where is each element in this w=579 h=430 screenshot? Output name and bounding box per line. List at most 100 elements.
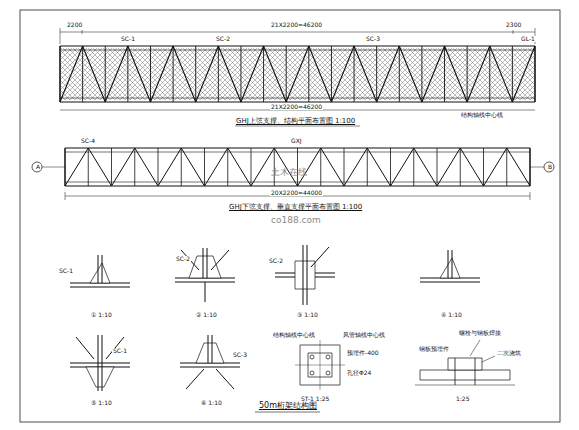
member-line [286,46,309,102]
drawing-label: SC-2 [215,36,231,42]
drawing-label: ⑥ 1:10 [200,400,223,406]
member-line [127,46,128,102]
member-line [303,245,304,305]
member-line [308,46,309,102]
member-line [158,148,159,186]
member-line [354,46,355,102]
member-line [437,148,460,186]
member-line [470,340,480,356]
member-line [60,50,535,51]
drawing-label: 螺栓与钢板焊接 [458,330,502,336]
member-line [309,46,332,102]
member-line [331,46,354,102]
gusset-plate [90,263,110,283]
drawing-label: 21X2200=46200 [270,22,323,28]
member-line [513,30,514,34]
member-line [83,46,106,102]
member-line [88,148,111,186]
member-line [70,287,130,288]
drawing-label: 风管轴线中心线 [342,332,386,338]
member-line [42,167,65,168]
member-line [390,148,391,186]
sheet-title: 50m桁架结构图 [258,402,318,410]
member-line [173,46,196,102]
drawing-label: SC-1 [112,348,128,354]
member-line [415,385,515,386]
member-line [420,282,480,283]
member-line [422,46,445,102]
member-line [180,367,240,368]
drawing-label: SC-4 [80,138,96,144]
member-line [60,46,83,102]
member-line [413,148,414,186]
view-title: GHJ下弦支撑、垂直支撑平面布置图 1:100 [228,204,363,211]
member-line [321,148,344,186]
drawing-label: A [35,164,41,170]
drawing-label: SC-1 [58,268,74,274]
member-line [311,247,329,267]
member-line [399,46,400,102]
axis-circle [326,355,330,359]
axis-circle [326,371,330,375]
member-line [70,363,130,364]
member-line [377,46,400,102]
member-line [216,369,234,389]
member-line [60,32,535,33]
member-line [128,46,151,102]
member-line [445,46,468,102]
member-line [530,167,544,168]
member-line [181,148,204,186]
drawing-label: ① 1:10 [90,312,113,318]
gusset-plate [440,258,460,278]
drawing-label: SC-2 [268,258,284,264]
member-line [391,148,414,186]
drawing-label: SC-3 [232,352,248,358]
drawing-label: 1:25 [455,396,470,402]
member-line [255,412,320,413]
member-line [218,46,241,102]
axis-circle [32,162,42,172]
drawing-label: ④ 1:10 [440,312,463,318]
member-line [98,255,99,283]
drawing-label: GL-1 [520,36,536,42]
drawing-label: 结构轴线中心线 [460,112,504,118]
member-line [298,148,321,186]
member-line [506,148,507,186]
member-line [82,46,83,102]
member-line [460,148,483,186]
gusset-plate [189,256,221,278]
drawing-label: 孔径Φ24 [346,370,372,376]
drawing-label: SC-1 [120,36,136,42]
member-line [211,250,229,270]
member-line [367,148,390,186]
watermark: co188.com [270,216,322,225]
member-line [367,148,368,186]
member-line [205,282,206,302]
member-line [534,46,535,102]
drawing-label: 20X2200=44000 [270,190,323,196]
drawing-label: SC-2 [175,256,191,262]
member-line [320,340,321,390]
drawing-label: ⑤ 1:10 [90,400,113,406]
member-line [460,148,461,186]
member-line [251,148,252,186]
member-line [421,46,422,102]
member-line [331,46,332,102]
member-line [60,98,535,99]
member-line [98,335,99,391]
gusset-plate [420,370,510,380]
member-line [207,248,208,278]
drawing-label: B [547,164,553,170]
member-line [102,335,103,391]
member-line [173,46,174,102]
member-line [105,46,128,102]
member-line [111,148,112,186]
member-line [196,46,219,102]
member-line [158,148,181,186]
member-line [218,46,219,102]
drawing-label: 2200 [66,22,83,28]
member-line [186,369,204,389]
member-line [150,46,151,102]
member-line [105,46,106,102]
